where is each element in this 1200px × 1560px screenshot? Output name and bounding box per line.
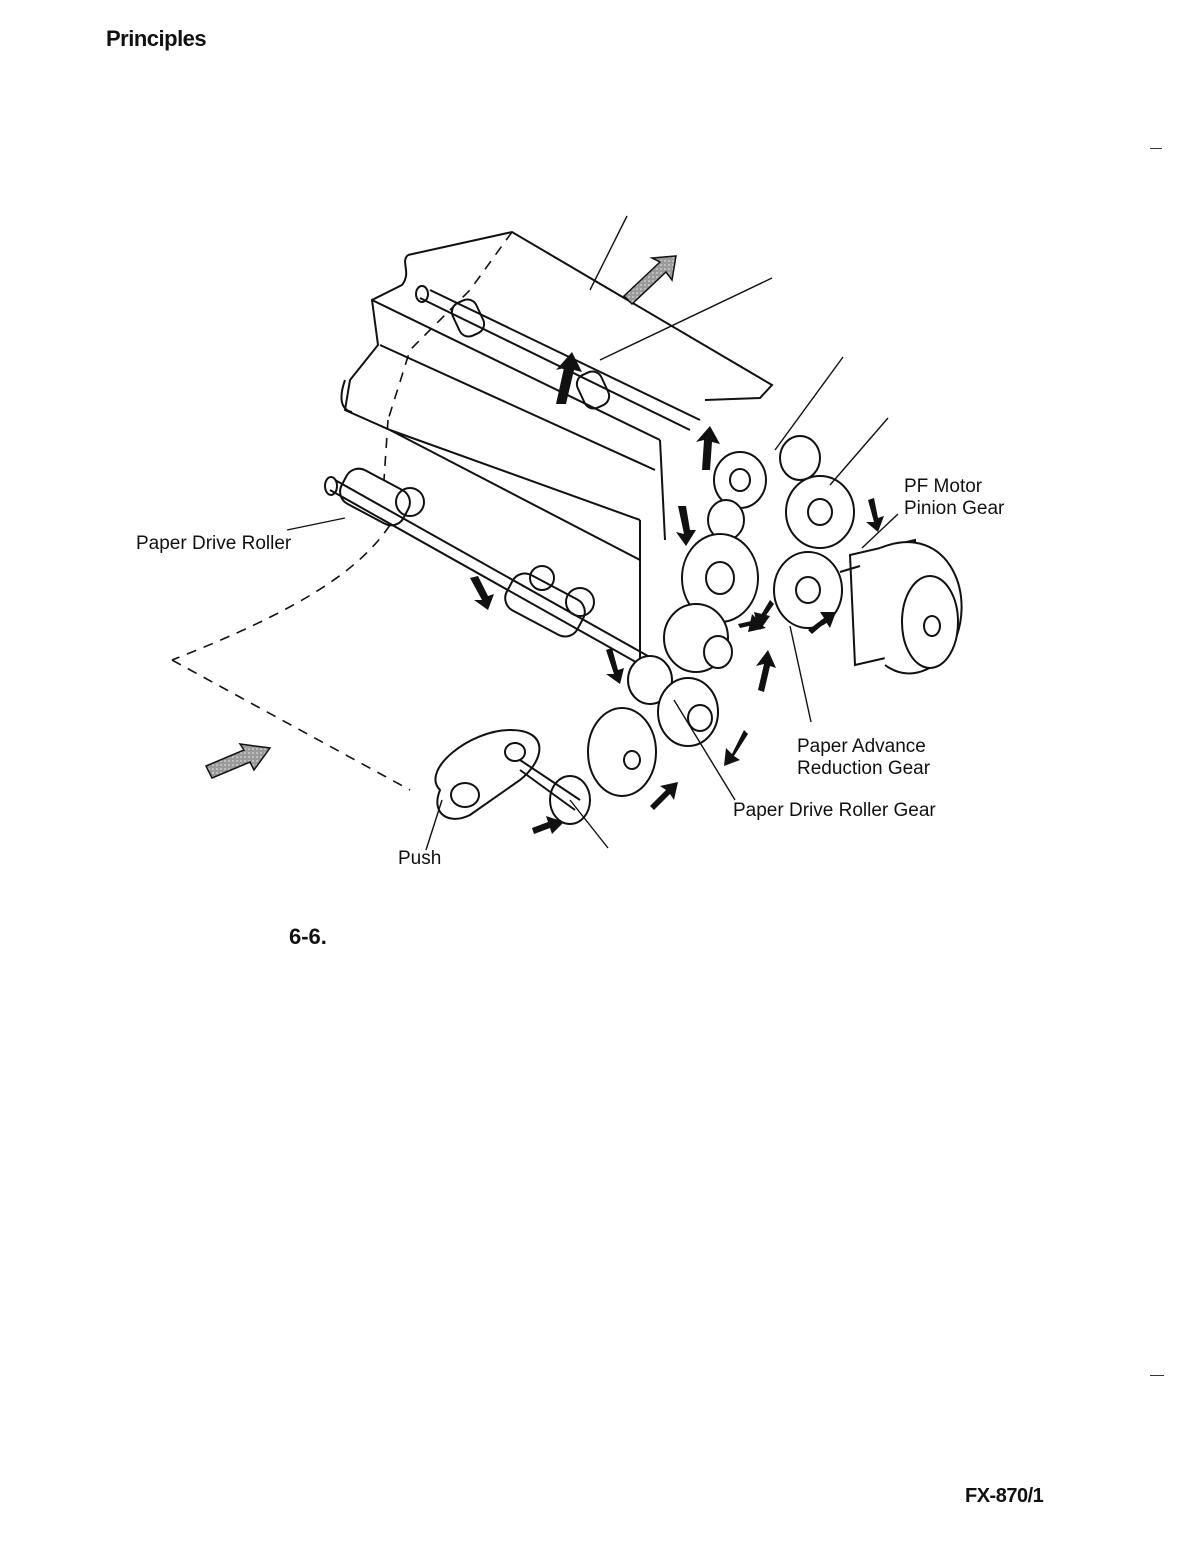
label-paper-advance: Paper Advance bbox=[797, 736, 926, 758]
label-push: Push bbox=[398, 848, 441, 870]
margin-mark bbox=[1150, 1375, 1164, 1376]
footer-model: FX-870/1 bbox=[965, 1485, 1043, 1508]
margin-mark bbox=[1150, 148, 1162, 149]
label-paper-drive-roller: Paper Drive Roller bbox=[136, 533, 291, 555]
label-pinion-gear: Pinion Gear bbox=[904, 498, 1004, 520]
label-reduction-gear: Reduction Gear bbox=[797, 758, 930, 780]
label-paper-drive-roller-gear: Paper Drive Roller Gear bbox=[733, 800, 936, 822]
label-pf-motor: PF Motor bbox=[904, 476, 982, 498]
figure-number: 6-6. bbox=[289, 924, 327, 950]
paper-feed-mechanism-diagram bbox=[0, 0, 1200, 1000]
